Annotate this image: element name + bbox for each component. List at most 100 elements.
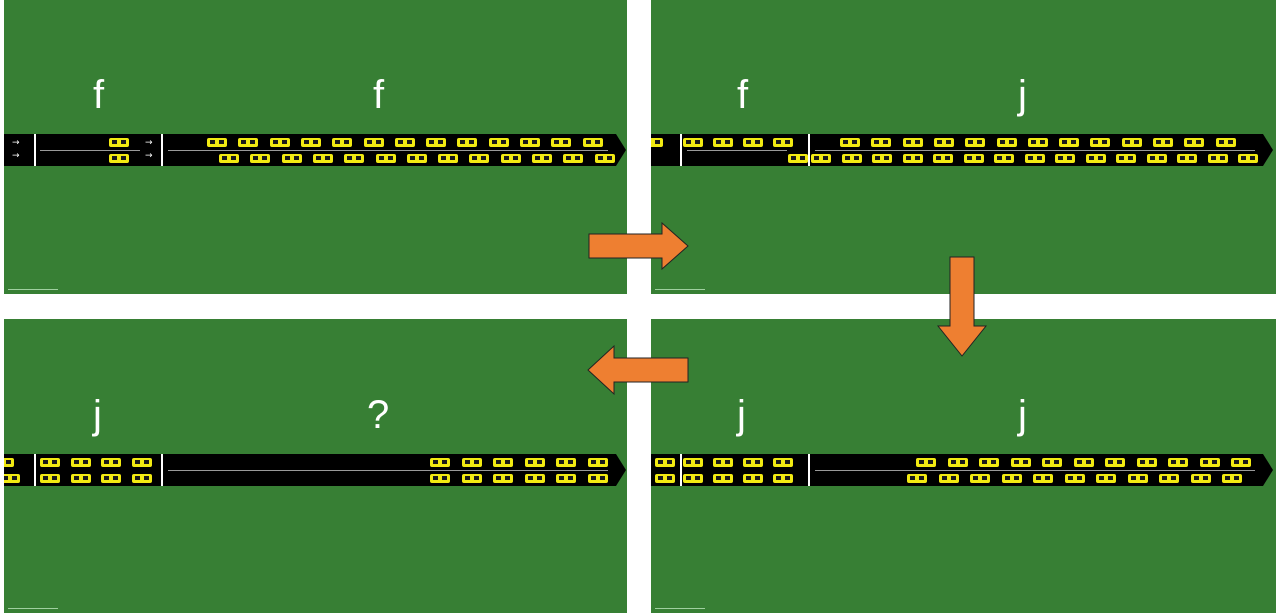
car-icon	[1159, 474, 1179, 483]
car-icon	[872, 154, 892, 163]
car-icon	[1216, 138, 1236, 147]
segment-label-right: f	[373, 75, 384, 115]
car-icon	[683, 474, 703, 483]
car-icon	[713, 138, 733, 147]
car-icon	[1033, 474, 1053, 483]
car-icon	[948, 458, 968, 467]
car-icon	[301, 138, 321, 147]
car-icon	[4, 474, 20, 483]
segment-label-left: f	[737, 75, 748, 115]
car-icon	[713, 458, 733, 467]
segment-divider	[680, 454, 682, 486]
car-icon	[556, 474, 576, 483]
car-icon	[313, 154, 333, 163]
car-icon	[713, 474, 733, 483]
car-icon	[493, 474, 513, 483]
lane-arrow-icon: →	[12, 139, 20, 148]
flow-arrow-right-icon	[588, 222, 690, 270]
car-icon	[916, 458, 936, 467]
car-icon	[1028, 138, 1048, 147]
road-end	[1263, 454, 1273, 486]
car-icon	[588, 458, 608, 467]
car-icon	[773, 474, 793, 483]
car-icon	[71, 474, 91, 483]
panel-top-right: f j	[651, 0, 1276, 294]
car-icon	[1042, 458, 1062, 467]
car-icon	[556, 458, 576, 467]
panel-top-left: f f → → → →	[4, 0, 627, 294]
car-icon	[238, 138, 258, 147]
car-icon	[1055, 154, 1075, 163]
car-icon	[457, 138, 477, 147]
lane-arrow-icon: →	[145, 152, 153, 161]
car-icon	[493, 458, 513, 467]
car-icon	[132, 458, 152, 467]
lane-arrow-icon: →	[12, 152, 20, 161]
car-icon	[588, 474, 608, 483]
car-icon	[1128, 474, 1148, 483]
car-icon	[683, 138, 703, 147]
car-icon	[101, 458, 121, 467]
segment-label-left: j	[93, 395, 102, 435]
car-icon	[651, 138, 663, 147]
car-icon	[207, 138, 227, 147]
car-icon	[109, 154, 129, 163]
car-icon	[364, 138, 384, 147]
car-icon	[1105, 458, 1125, 467]
car-icon	[773, 458, 793, 467]
lane-divider-line	[815, 150, 1255, 151]
lane-arrow-icon: →	[145, 139, 153, 148]
road	[4, 454, 616, 486]
scale-bar	[655, 608, 705, 609]
car-icon	[811, 154, 831, 163]
car-icon	[964, 154, 984, 163]
segment-label-right: j	[1018, 395, 1027, 435]
car-icon	[871, 138, 891, 147]
car-icon	[376, 154, 396, 163]
car-icon	[965, 138, 985, 147]
car-icon	[469, 154, 489, 163]
car-icon	[1231, 458, 1251, 467]
lane-divider-line	[168, 150, 608, 151]
car-icon	[1116, 154, 1136, 163]
lane-divider-line	[40, 150, 140, 151]
car-icon	[939, 474, 959, 483]
car-icon	[994, 154, 1014, 163]
car-icon	[532, 154, 552, 163]
car-icon	[1222, 474, 1242, 483]
segment-label-right: ?	[367, 395, 389, 435]
car-icon	[1137, 458, 1157, 467]
car-icon	[1002, 474, 1022, 483]
car-icon	[1011, 458, 1031, 467]
car-icon	[219, 154, 239, 163]
scale-bar	[8, 608, 58, 609]
car-icon	[655, 474, 675, 483]
segment-label-left: f	[93, 75, 104, 115]
car-icon	[430, 458, 450, 467]
car-icon	[332, 138, 352, 147]
segment-divider	[34, 454, 36, 486]
car-icon	[1177, 154, 1197, 163]
car-icon	[501, 154, 521, 163]
car-icon	[655, 458, 675, 467]
scale-bar	[655, 289, 705, 290]
car-icon	[462, 458, 482, 467]
panel-bottom-right: j j	[651, 319, 1276, 613]
panel-bottom-left: j ?	[4, 319, 627, 613]
road-end	[1263, 134, 1273, 166]
car-icon	[407, 154, 427, 163]
car-icon	[282, 154, 302, 163]
car-icon	[1168, 458, 1188, 467]
car-icon	[842, 154, 862, 163]
car-icon	[934, 138, 954, 147]
lane-divider-line	[168, 470, 608, 471]
segment-divider	[808, 454, 810, 486]
car-icon	[438, 154, 458, 163]
car-icon	[1191, 474, 1211, 483]
lane-divider-line	[815, 470, 1255, 471]
car-icon	[426, 138, 446, 147]
car-icon	[520, 138, 540, 147]
car-icon	[840, 138, 860, 147]
car-icon	[743, 474, 763, 483]
car-icon	[1096, 474, 1116, 483]
